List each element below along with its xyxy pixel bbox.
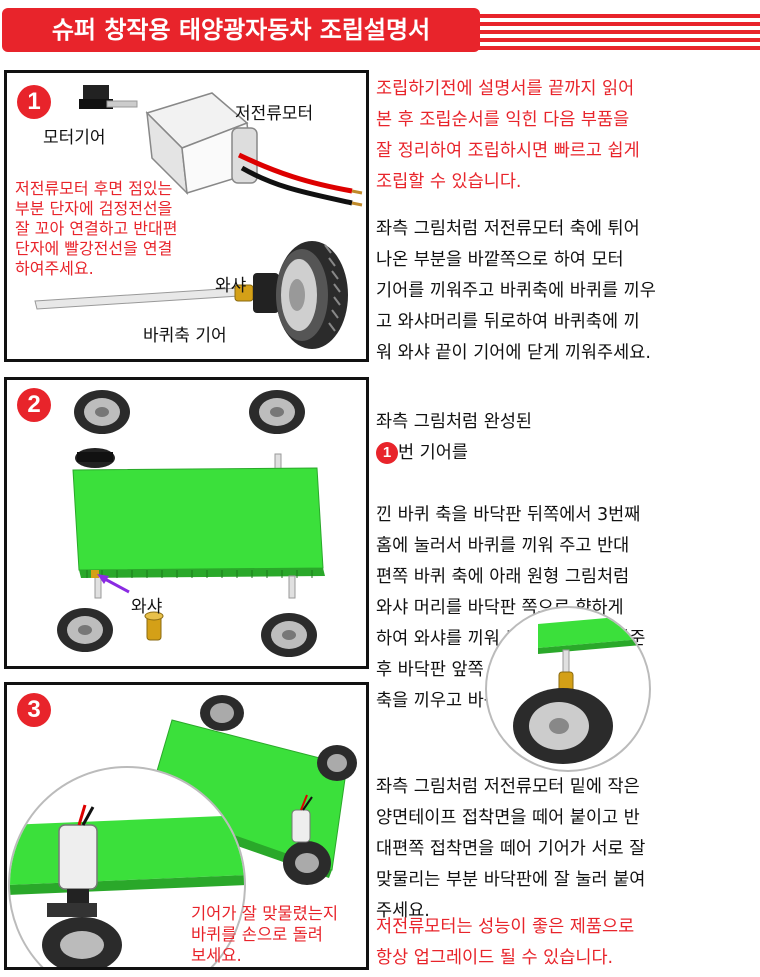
step2-zoom-illustration xyxy=(485,606,651,772)
header-stripe xyxy=(470,22,760,26)
header-stripe xyxy=(470,38,760,42)
wheel-icon xyxy=(249,390,305,434)
motor-gear-icon xyxy=(79,85,138,109)
washer-label: 와샤 xyxy=(215,276,247,296)
step3-badge: 3 xyxy=(17,693,51,727)
axle-icon xyxy=(34,287,240,310)
washer-label: 와샤 xyxy=(131,597,163,617)
step3-gear-note: 기어가 잘 맞물렸는지 바퀴를 손으로 돌려 보세요. xyxy=(191,904,339,965)
step2-lead-text: 좌측 그림처럼 완성된 xyxy=(376,412,533,432)
step3-panel: 3 xyxy=(4,682,369,970)
motor-icon xyxy=(291,794,313,843)
wheel-icon xyxy=(317,745,357,781)
step2-panel: 2 xyxy=(4,377,369,669)
axle-icon xyxy=(94,575,102,599)
step2-badge: 2 xyxy=(17,388,51,422)
axle-icon xyxy=(288,575,296,599)
wheel-icon xyxy=(57,608,113,652)
step3-illustration xyxy=(8,695,357,967)
intro-paragraph: 조립하기전에 설명서를 끝까지 읽어 본 후 조립순서를 익힌 다음 부품을 잘… xyxy=(376,79,640,192)
header-stripe xyxy=(470,30,760,34)
motor-gear-label: 모터기어 xyxy=(43,128,106,148)
motor-label: 저전류모터 xyxy=(235,104,314,124)
step1-instructions: 좌측 그림처럼 저전류모터 축에 튀어 나온 부분을 바깥쪽으로 하여 모터 기… xyxy=(376,219,656,363)
zoom-detail-icon xyxy=(8,766,246,967)
header-stripe xyxy=(470,46,760,50)
step1-badge: 1 xyxy=(17,85,51,119)
step1-illustration xyxy=(34,85,363,349)
washer-icon xyxy=(91,570,99,578)
axle-gear-icon xyxy=(253,273,279,313)
wheel-icon xyxy=(283,841,331,885)
washer-icon xyxy=(144,611,164,641)
wheel-icon xyxy=(261,613,317,657)
step2-illustration xyxy=(57,390,325,657)
arrow-icon xyxy=(97,574,130,594)
wheel-icon xyxy=(74,390,130,434)
motor-icon xyxy=(145,92,363,207)
wheel-icon xyxy=(200,695,244,731)
step3-instructions: 좌측 그림처럼 저전류모터 밑에 작은 양면테이프 접착면을 떼어 붙이고 반 … xyxy=(376,777,646,921)
step1-wiring-note: 저전류모터 후면 점있는 부분 단자에 검정전선을 잘 꼬아 연결하고 반대편 … xyxy=(15,179,178,278)
step2-lead-tail: 번 기어를 xyxy=(398,443,468,463)
chassis-board-icon xyxy=(72,467,325,578)
step1-panel: 1 xyxy=(4,70,369,362)
axle-gear-label: 바퀴축 기어 xyxy=(143,326,227,346)
page-title: 슈퍼 창작용 태양광자동차 조립설명서 xyxy=(2,8,480,52)
gear-icon xyxy=(75,448,115,468)
motor-upgrade-note: 저전류모터는 성능이 좋은 제품으로 항상 업그레이드 될 수 있습니다. xyxy=(376,917,635,968)
step1-ref-badge: 1 xyxy=(376,442,398,464)
header-stripe xyxy=(470,14,760,18)
wheel-icon xyxy=(276,241,348,349)
